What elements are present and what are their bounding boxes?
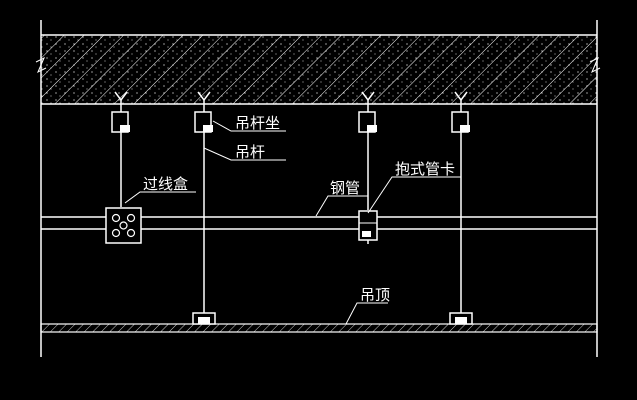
ceiling: [40, 323, 598, 333]
label-rod: 吊杆: [235, 143, 265, 161]
hanger-rod-4: [451, 91, 470, 318]
label-ceiling: 吊顶: [360, 286, 390, 304]
hanger-rod-2: [194, 91, 213, 318]
label-steel-pipe: 钢管: [330, 179, 360, 197]
label-junction-box: 过线盒: [143, 175, 188, 193]
hanger-rod-1: [111, 91, 130, 207]
junction-box: [105, 207, 142, 244]
leader-lines: [124, 120, 461, 325]
hanger-rod-3: [358, 91, 377, 210]
label-pipe-clamp: 抱式管卡: [395, 160, 455, 178]
pipe-clamp: [358, 210, 378, 244]
concrete-slab: [35, 34, 601, 105]
label-rod-seat: 吊杆坐: [235, 114, 280, 132]
ceiling-clip-2: [449, 312, 473, 325]
ceiling-clip-1: [192, 312, 216, 325]
labels: 吊杆坐 吊杆 过线盒 钢管 抱式管卡 吊顶: [143, 114, 455, 304]
